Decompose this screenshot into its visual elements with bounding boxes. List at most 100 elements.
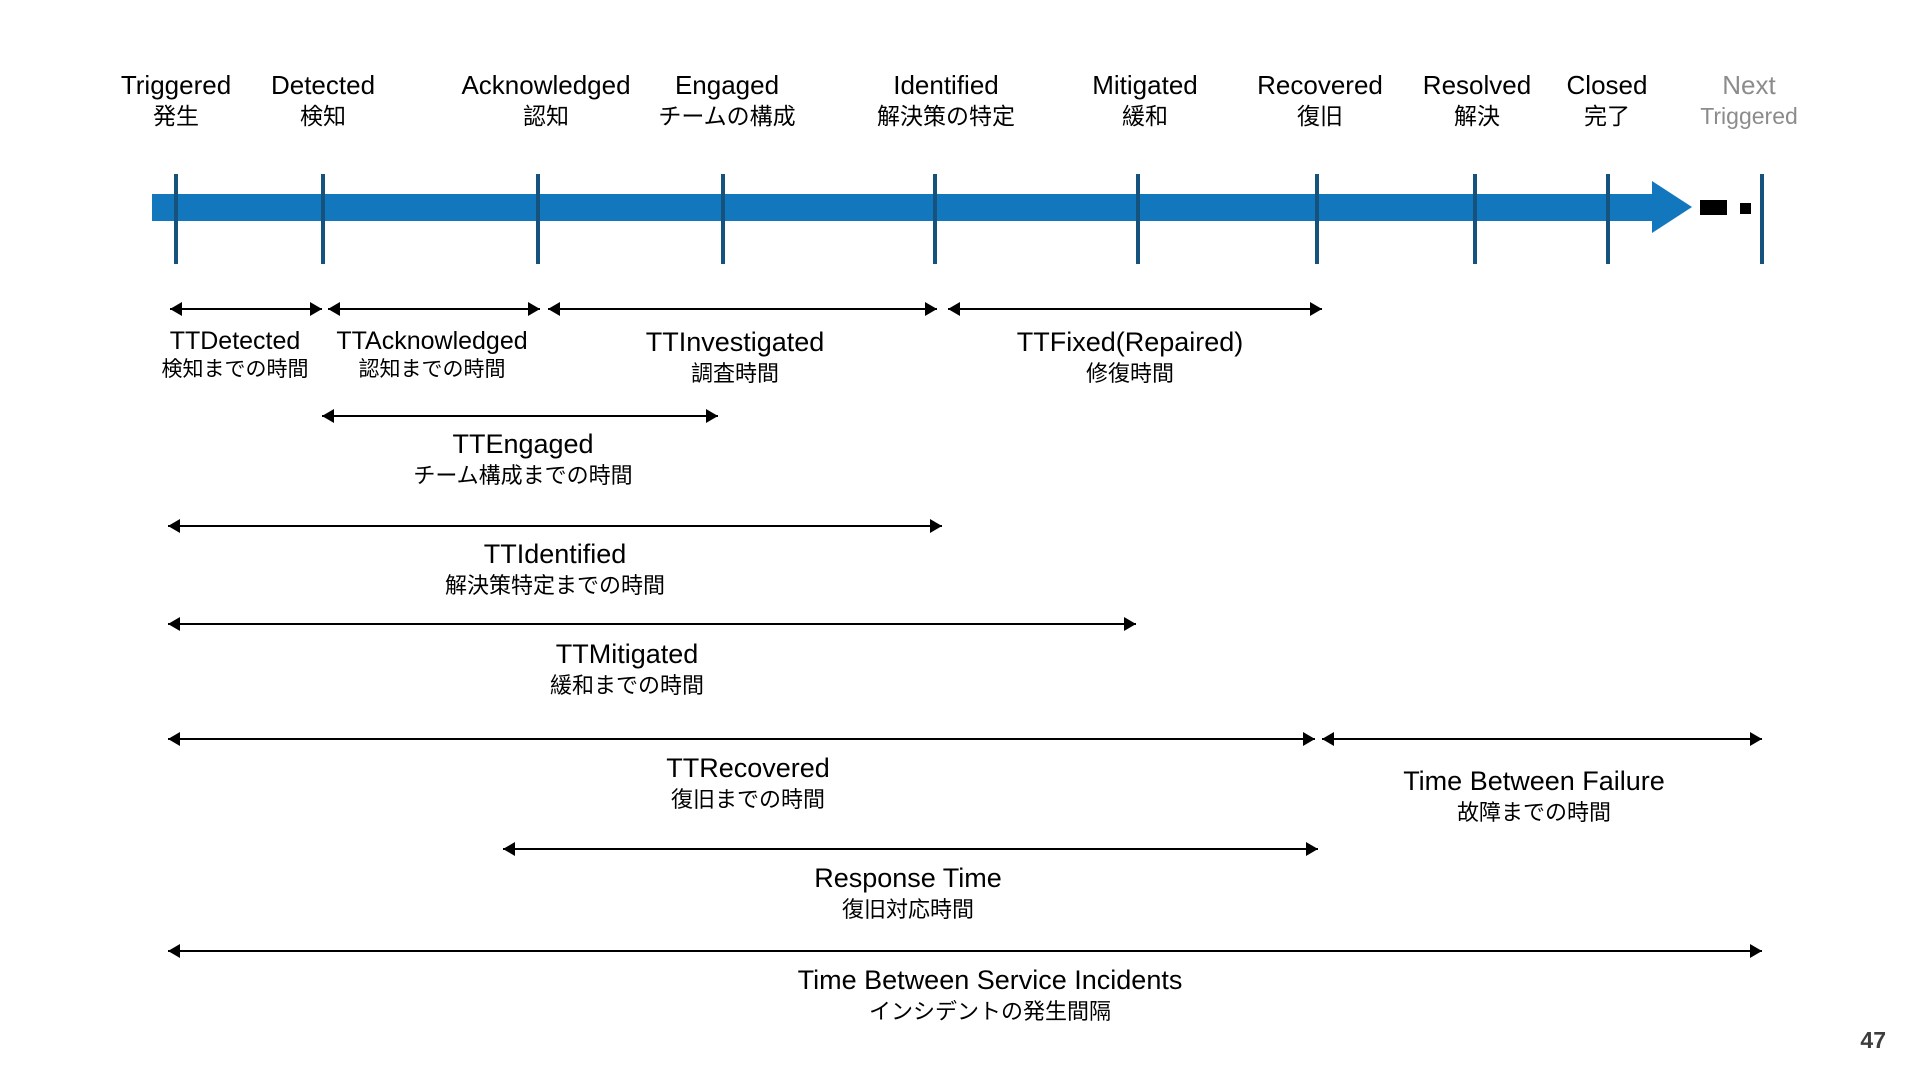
- caption-ttmitigated: TTMitigated 緩和までの時間: [550, 638, 704, 699]
- tick-next-triggered: [1760, 174, 1764, 264]
- arrow-line: [168, 738, 1315, 740]
- milestone-label-ja: 完了: [1584, 102, 1630, 129]
- arrow-line: [168, 623, 1136, 625]
- tick-identified: [933, 174, 937, 264]
- milestone-label-en: Resolved: [1422, 70, 1532, 100]
- arrow-line: [322, 415, 718, 417]
- tick-closed: [1606, 174, 1610, 264]
- measure-arrow-ttidentified: [168, 519, 942, 533]
- timeline-axis-bar: [152, 194, 1652, 221]
- milestone-next-triggered: Next Triggered: [1700, 70, 1798, 130]
- caption-ja: 復旧までの時間: [670, 786, 825, 812]
- arrow-head-right: [1750, 944, 1762, 958]
- tick-detected: [321, 174, 325, 264]
- arrow-head-left: [170, 302, 182, 316]
- milestone-label-en: Identified: [893, 70, 999, 100]
- tick-recovered: [1315, 174, 1319, 264]
- milestone-label-en: Next: [1722, 70, 1776, 100]
- tick-acknowledged: [536, 174, 540, 264]
- milestone-label-ja: Triggered: [1700, 102, 1798, 129]
- caption-en: Time Between Service Incidents: [797, 965, 1183, 995]
- caption-en: TTRecovered: [666, 753, 830, 783]
- caption-ja: 検知までの時間: [161, 358, 309, 382]
- arrow-head-left: [1322, 732, 1334, 746]
- caption-ttrecovered: TTRecovered 復旧までの時間: [666, 752, 830, 813]
- arrow-line: [168, 950, 1762, 952]
- arrow-head-right: [1750, 732, 1762, 746]
- arrow-head-left: [168, 519, 180, 533]
- caption-en: TTAcknowledged: [336, 327, 528, 355]
- milestone-label-ja: 緩和: [1122, 102, 1168, 129]
- arrow-head-right: [1303, 732, 1315, 746]
- caption-en: TTEngaged: [452, 429, 594, 459]
- arrow-head-left: [548, 302, 560, 316]
- arrow-head-right: [1124, 617, 1136, 631]
- milestone-label-en: Mitigated: [1092, 70, 1198, 100]
- milestone-label-en: Acknowledged: [461, 70, 631, 100]
- caption-time-between-service-incidents: Time Between Service Incidents インシデントの発生…: [798, 964, 1183, 1025]
- arrow-head-left: [168, 732, 180, 746]
- caption-ja: 復旧対応時間: [841, 896, 974, 922]
- caption-ja: チーム構成までの時間: [413, 462, 633, 488]
- measure-arrow-ttengaged: [322, 409, 718, 423]
- tick-mitigated: [1136, 174, 1140, 264]
- milestone-label-en: Recovered: [1257, 70, 1383, 100]
- arrow-head-left: [168, 944, 180, 958]
- caption-ja: 修復時間: [1085, 360, 1174, 386]
- milestone-resolved: Resolved 解決: [1423, 70, 1531, 130]
- milestone-label-ja: 解決: [1454, 102, 1500, 129]
- milestone-label-ja: 発生: [153, 102, 199, 129]
- caption-ja: 認知までの時間: [358, 358, 506, 382]
- arrow-line: [168, 525, 942, 527]
- arrow-head-left: [322, 409, 334, 423]
- caption-en: TTDetected: [169, 327, 301, 355]
- caption-en: Time Between Failure: [1403, 766, 1665, 796]
- measure-arrow-time-between-failure: [1322, 732, 1762, 746]
- caption-ja: 緩和までの時間: [549, 672, 705, 698]
- milestone-label-ja: 検知: [299, 102, 346, 129]
- timeline-arrow-head: [1652, 181, 1692, 233]
- arrow-head-right: [528, 302, 540, 316]
- caption-ttfixed: TTFixed(Repaired) 修復時間: [1017, 326, 1244, 387]
- measure-arrow-response-time: [503, 842, 1318, 856]
- arrow-head-right: [925, 302, 937, 316]
- measure-arrow-ttinvestigated: [548, 302, 937, 316]
- milestone-detected: Detected 検知: [271, 70, 375, 130]
- arrow-head-left: [168, 617, 180, 631]
- measure-arrow-ttmitigated: [168, 617, 1136, 631]
- arrow-line: [1322, 738, 1762, 740]
- measure-arrow-ttrecovered: [168, 732, 1315, 746]
- caption-en: TTInvestigated: [645, 327, 825, 357]
- milestone-label-ja: チームの構成: [658, 102, 796, 129]
- milestone-label-en: Closed: [1566, 70, 1648, 100]
- continuation-dash-large: [1700, 200, 1727, 215]
- continuation-dash-small: [1740, 203, 1751, 214]
- tick-engaged: [721, 174, 725, 264]
- arrow-head-right: [310, 302, 322, 316]
- milestone-triggered: Triggered 発生: [121, 70, 231, 130]
- milestone-identified: Identified 解決策の特定: [877, 70, 1015, 130]
- arrow-head-right: [706, 409, 718, 423]
- milestone-label-en: Detected: [270, 70, 376, 100]
- caption-en: TTIdentified: [483, 539, 627, 569]
- milestone-label-ja: 復旧: [1296, 102, 1343, 129]
- tick-resolved: [1473, 174, 1477, 264]
- milestone-recovered: Recovered 復旧: [1257, 70, 1383, 130]
- milestone-closed: Closed 完了: [1567, 70, 1648, 130]
- caption-ja: 解決策特定までの時間: [444, 572, 666, 598]
- caption-ttengaged: TTEngaged チーム構成までの時間: [413, 428, 632, 489]
- caption-ttinvestigated: TTInvestigated 調査時間: [646, 326, 825, 387]
- caption-en: TTFixed(Repaired): [1016, 327, 1244, 357]
- page-number: 47: [1860, 1027, 1886, 1053]
- caption-ja: 調査時間: [690, 360, 779, 386]
- caption-ttidentified: TTIdentified 解決策特定までの時間: [445, 538, 665, 599]
- measure-arrow-ttfixed: [948, 302, 1322, 316]
- milestone-acknowledged: Acknowledged 認知: [461, 70, 630, 130]
- milestone-label-en: Triggered: [120, 70, 232, 100]
- arrow-line: [170, 308, 322, 310]
- measure-arrow-ttacknowledged: [328, 302, 540, 316]
- arrow-head-right: [1310, 302, 1322, 316]
- measure-arrow-time-between-service-incidents: [168, 944, 1762, 958]
- arrow-head-right: [930, 519, 942, 533]
